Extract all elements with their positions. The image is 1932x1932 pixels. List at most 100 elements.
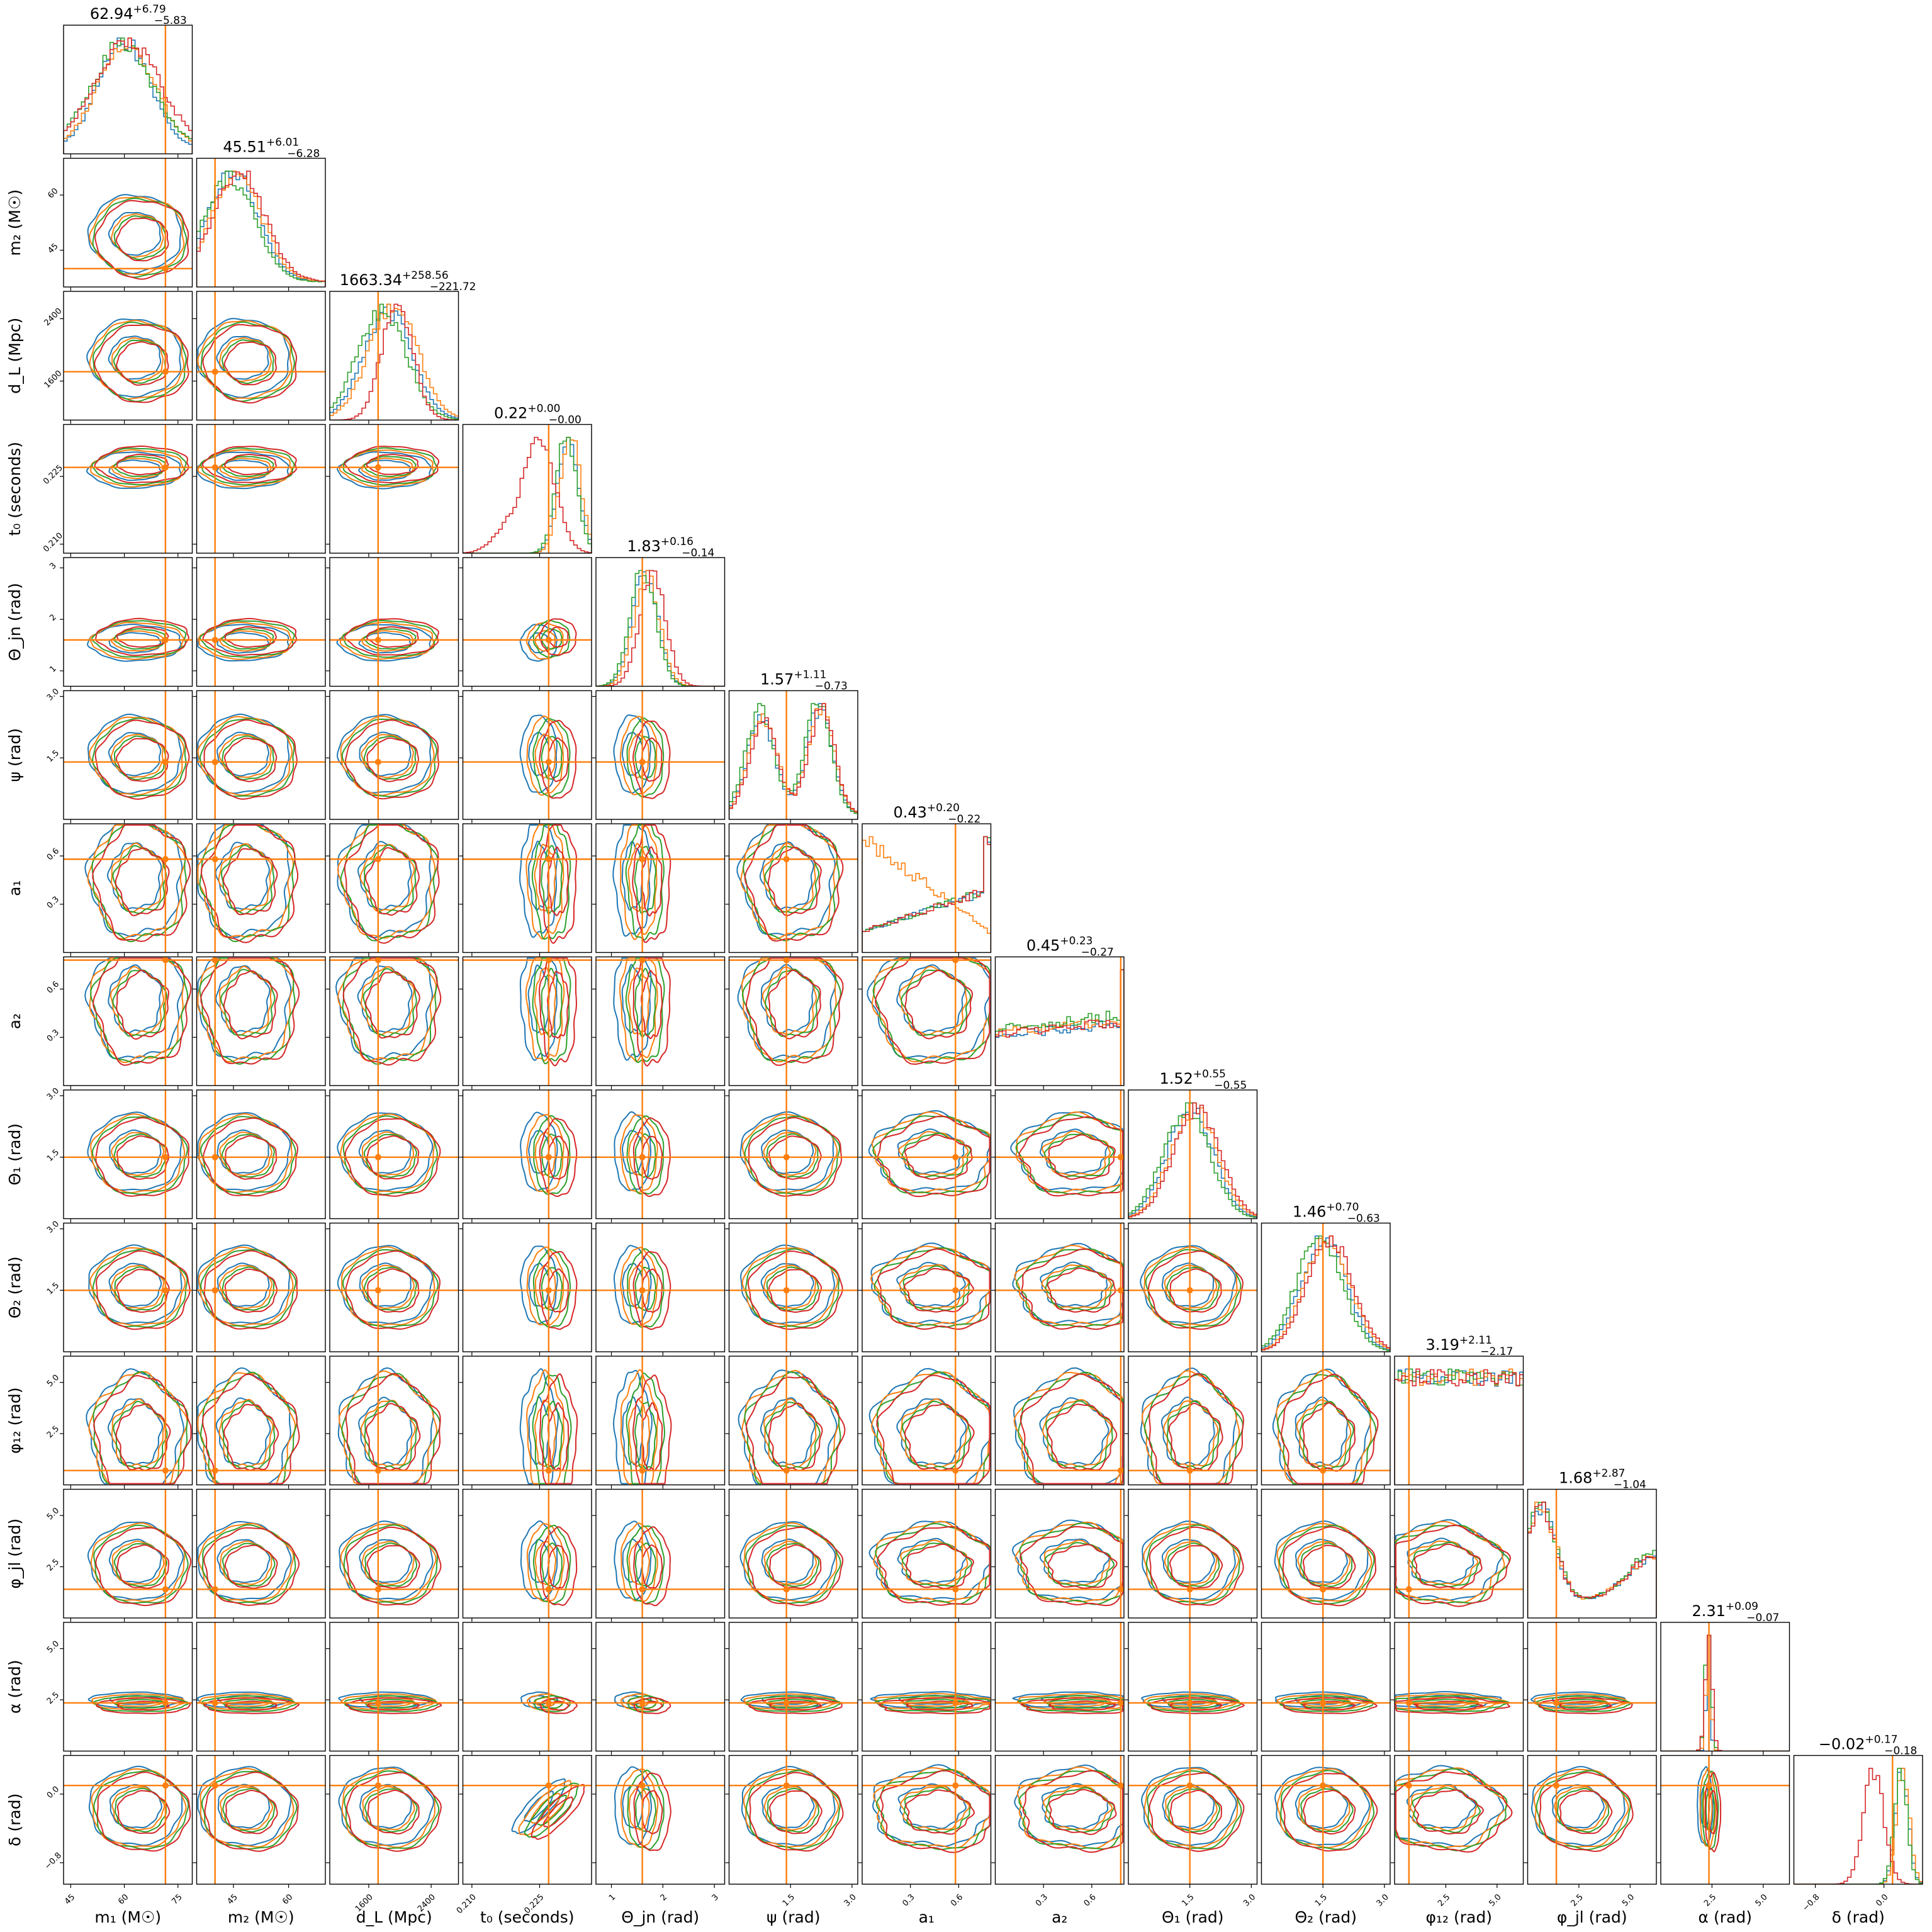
truth-point-12-8 <box>1186 1699 1193 1706</box>
hist-series-13-1 <box>1794 1768 1923 1884</box>
ytick-label-11-0: 2.5 <box>45 1557 61 1573</box>
contour-panel-10-4 <box>592 1356 726 1489</box>
contour-4-1-0-0 <box>216 632 269 654</box>
panel-frame-7-5 <box>728 956 858 1086</box>
hist-series-10-1 <box>1395 1368 1524 1485</box>
hist-title-11: 1.68+2.87 <box>1559 1468 1626 1487</box>
ytick-label-12-1: 5.0 <box>45 1639 61 1655</box>
panel-frame-2-0 <box>63 291 193 421</box>
contour-9-5-3-0 <box>768 1269 823 1313</box>
contour-11-3-3-1 <box>539 1526 578 1606</box>
contour-13-2-2-1 <box>344 1770 440 1850</box>
hist-title-minus-6: −0.22 <box>948 813 980 826</box>
contour-7-3-2-1 <box>532 957 571 1065</box>
contour-8-3-0-1 <box>520 1111 558 1192</box>
contour-9-6-3-1 <box>877 1248 991 1330</box>
truth-point-9-0 <box>162 1287 169 1294</box>
contour-panel-12-10 <box>1391 1622 1524 1755</box>
contour-9-7-1-0 <box>1041 1264 1112 1309</box>
contour-13-12-3-1 <box>1704 1772 1722 1853</box>
contour-6-3-3-1 <box>539 824 577 944</box>
ytick-label-6-1: 0.6 <box>45 846 61 862</box>
truth-point-12-4 <box>639 1699 646 1706</box>
ytick-label-1-0: 45 <box>46 242 60 256</box>
truth-point-10-3 <box>545 1467 552 1474</box>
contour-10-6-1-0 <box>900 1398 969 1468</box>
contour-panel-8-0: 1.53.0 <box>45 1086 193 1223</box>
contour-3-2-3-0 <box>366 454 419 475</box>
contour-4-1-2-0 <box>221 628 274 650</box>
contour-7-3-3-1 <box>538 957 577 1067</box>
xtick-label-11-0: 2.5 <box>1570 1892 1585 1908</box>
contour-6-4-3-1 <box>632 824 671 943</box>
panel-frame-11-9 <box>1261 1488 1391 1619</box>
contour-panel-6-5 <box>725 823 858 957</box>
hist-series-0-0 <box>64 37 193 154</box>
contour-1-0-3-1 <box>94 199 189 280</box>
xtick-label-9-1: 3.0 <box>1375 1892 1391 1908</box>
contour-9-8-3-1 <box>1147 1250 1244 1330</box>
xtick-label-10-0: 2.5 <box>1436 1892 1452 1908</box>
contour-10-0-3-0 <box>115 1403 171 1471</box>
contour-13-1-1-1 <box>199 1768 295 1848</box>
contour-6-3-1-1 <box>525 824 564 940</box>
contour-7-2-3-1 <box>342 957 442 1066</box>
xtick-label-1-1: 60 <box>281 1892 295 1906</box>
contour-6-0-1-0 <box>111 843 164 913</box>
contour-panel-9-5 <box>725 1222 858 1356</box>
contour-panel-4-3 <box>459 557 592 690</box>
panel-frame-9-6 <box>862 1222 992 1352</box>
ytick-label-10-0: 2.5 <box>45 1424 61 1440</box>
contour-13-10-1-0 <box>1410 1785 1478 1831</box>
contour-3-1-2-0 <box>221 456 274 477</box>
contour-2-1-2-1 <box>200 321 295 402</box>
panel-frame-9-8 <box>1128 1222 1258 1352</box>
contour-13-6-0-1 <box>872 1764 991 1848</box>
ytick-label-4-2: 3 <box>48 561 58 571</box>
truth-point-8-5 <box>783 1154 790 1160</box>
hist-title-9: 1.46+0.70 <box>1293 1201 1359 1221</box>
contour-7-2-2-1 <box>342 957 438 1065</box>
panel-frame-11-2 <box>329 1488 459 1619</box>
panel-frame-5-4 <box>595 690 726 820</box>
xlabel-3: t₀ (seconds) <box>480 1908 574 1926</box>
contour-5-1-3-1 <box>203 719 298 800</box>
contour-2-0-2-0 <box>113 339 166 384</box>
hist-panel-1 <box>196 157 326 291</box>
contour-panel-4-1 <box>193 557 326 690</box>
truth-point-13-6 <box>952 1782 959 1789</box>
ylabel-2: d_L (Mpc) <box>6 318 24 394</box>
hist-series-11-2 <box>1527 1502 1656 1618</box>
truth-point-13-10 <box>1405 1782 1412 1789</box>
truth-point-6-1 <box>211 856 218 863</box>
contour-3-0-3-1 <box>94 445 189 484</box>
truth-point-13-4 <box>639 1782 646 1789</box>
truth-point-12-11 <box>1553 1699 1560 1706</box>
panel-frame-7-0 <box>63 956 193 1086</box>
contour-3-2-0-0 <box>358 459 412 481</box>
panel-frame-5-5 <box>728 690 858 820</box>
contour-9-8-3-0 <box>1169 1268 1222 1313</box>
hist-series-4-3 <box>596 570 725 687</box>
contour-12-5-3-0 <box>769 1700 823 1711</box>
ytick-label-12-0: 2.5 <box>45 1690 61 1706</box>
panel-frame-12-5 <box>728 1622 858 1752</box>
contour-5-1-2-0 <box>222 735 274 780</box>
truth-point-12-6 <box>952 1699 959 1706</box>
hist-series-12-1 <box>1661 1634 1790 1751</box>
ytick-label-6-0: 0.3 <box>45 895 61 911</box>
panel-frame-5-1 <box>196 690 326 820</box>
contour-12-3-2-0 <box>541 1699 563 1709</box>
xtick-label-8-1: 3.0 <box>1242 1892 1257 1908</box>
contour-7-5-2-1 <box>741 957 841 1064</box>
contour-9-0-2-0 <box>114 1266 167 1311</box>
contour-5-3-3-1 <box>539 719 577 799</box>
contour-12-11-3-1 <box>1538 1697 1633 1714</box>
contour-4-2-2-1 <box>342 619 437 658</box>
contour-10-3-0-0 <box>528 1396 550 1466</box>
contour-13-2-1-0 <box>362 1785 415 1831</box>
hist-series-2-0 <box>330 303 459 420</box>
